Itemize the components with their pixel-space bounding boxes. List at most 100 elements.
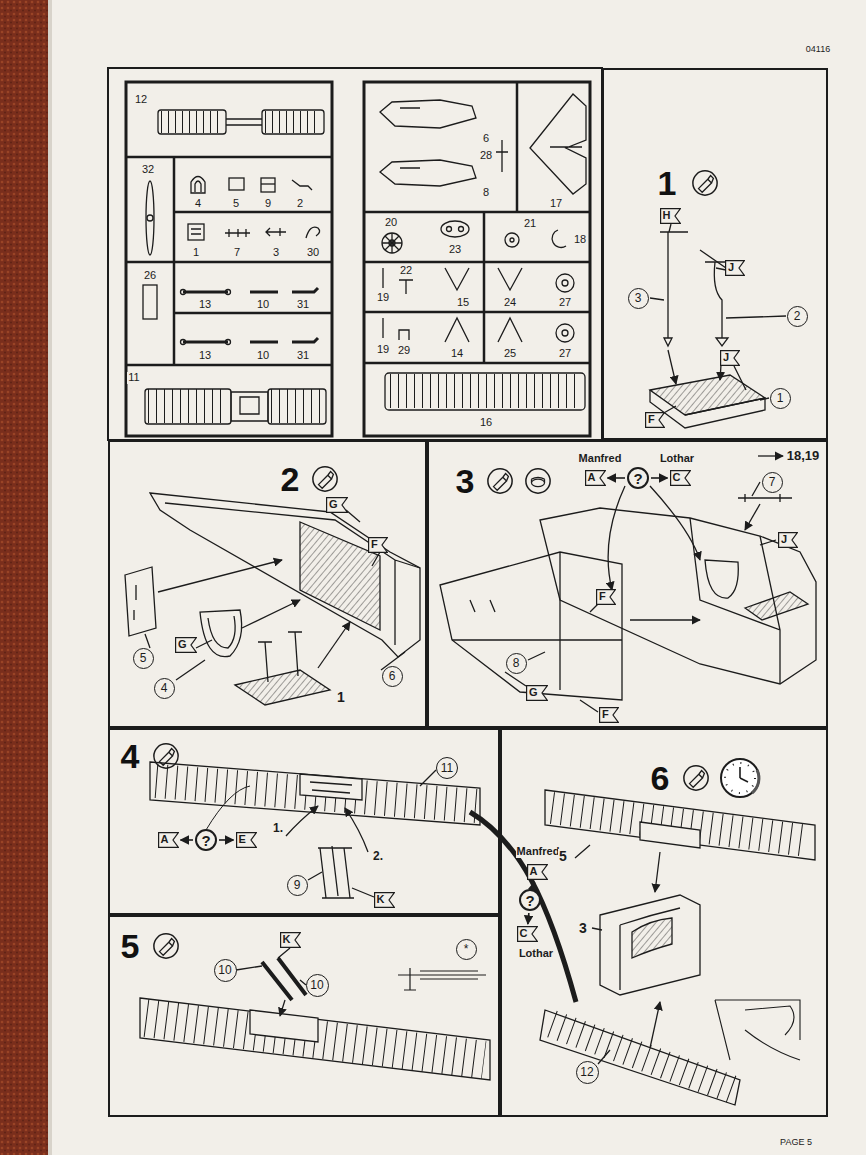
step-2-drawing	[235, 670, 330, 705]
sheet-code: 04116	[805, 45, 831, 54]
parts-tree	[498, 268, 522, 290]
flag-outline	[236, 833, 256, 848]
choice-arrow	[651, 477, 668, 479]
parts-tree	[510, 238, 514, 242]
parts-tree	[390, 374, 582, 408]
color-code: A	[161, 834, 169, 845]
parts-tree	[158, 110, 226, 134]
parts-tree	[562, 330, 568, 336]
step-icons	[684, 766, 708, 790]
parts-tree	[126, 157, 332, 365]
step-number: 5	[121, 929, 140, 963]
step-panel: 1321HJJF	[602, 68, 828, 440]
parts-tree	[496, 140, 508, 172]
callout-text: 8	[513, 657, 520, 669]
parts-tree	[183, 338, 318, 342]
part-number: 30	[306, 247, 320, 259]
flag-outline	[158, 833, 178, 848]
color-code: G	[178, 639, 187, 650]
parts-tree	[265, 111, 320, 133]
step-number: 6	[651, 761, 670, 795]
parts-tree	[364, 82, 590, 363]
step-2-drawing	[145, 510, 405, 680]
callout-text: 1	[777, 392, 784, 404]
step-4-drawing	[318, 846, 354, 898]
callout-number: 6	[382, 666, 403, 687]
flag-outline	[369, 538, 388, 553]
color-code: C	[520, 928, 528, 939]
color-code-flag: K	[280, 932, 301, 948]
part-number: 21	[523, 218, 537, 230]
step-6-drawing	[650, 1002, 660, 1048]
step-5-drawing	[140, 948, 490, 1080]
flag-outline	[374, 893, 394, 908]
part-number: 25	[503, 348, 517, 360]
choice-arrow	[219, 839, 234, 841]
variant-name: Lothar	[518, 948, 554, 960]
color-code-flag: F	[368, 537, 388, 553]
variant-route	[470, 812, 576, 1002]
callout-text: 2	[794, 310, 801, 322]
part-number: 8	[482, 187, 490, 199]
choice-arrow	[533, 882, 534, 887]
parts-tree	[188, 224, 204, 240]
step-4-drawing	[300, 774, 362, 800]
color-code: K	[377, 894, 385, 905]
parts-tree	[268, 389, 326, 424]
step-number: 1	[658, 166, 677, 200]
step-panel: 4?AE119K	[108, 728, 500, 915]
step-4-drawing	[308, 770, 436, 897]
choice-arrow	[608, 477, 626, 479]
parts-tree	[530, 94, 586, 194]
step-5-drawing	[280, 1000, 285, 1016]
flag-outline	[517, 927, 537, 942]
choice-marker: ?	[627, 467, 649, 489]
step-number: 2	[281, 462, 300, 496]
parts-tree	[183, 288, 318, 292]
parts-tree	[382, 233, 402, 253]
color-code-flag: A	[158, 832, 179, 848]
color-code-flag: G	[175, 637, 197, 653]
part-number: 32	[141, 164, 155, 176]
step-2-drawing	[165, 503, 420, 645]
color-code-flag: A	[585, 470, 606, 486]
step-5-drawing	[262, 958, 306, 1000]
step-icons	[488, 469, 512, 493]
callout-number: 10	[306, 974, 329, 997]
parts-tree	[126, 82, 332, 436]
parts-tree	[261, 183, 275, 184]
parts-tree	[108, 68, 602, 440]
parts-tree	[148, 389, 228, 423]
color-code: F	[599, 591, 606, 602]
variant-name: Manfred	[578, 453, 623, 465]
step-icons	[313, 467, 337, 491]
step-2-drawing	[125, 567, 156, 636]
step-2-drawing	[150, 493, 420, 657]
part-number: 19	[376, 344, 390, 356]
step-panel: 3?AC7JF8GF	[427, 440, 828, 728]
step-3-drawing	[705, 560, 738, 598]
color-code: J	[723, 352, 729, 363]
color-code: F	[602, 709, 609, 720]
parts-tree	[445, 268, 469, 290]
parts-tree	[556, 324, 574, 342]
step-4-drawing	[345, 808, 368, 852]
variant-name: Lothar	[659, 453, 695, 465]
callout-text: 11	[441, 762, 453, 774]
photo-ground	[48, 0, 52, 1155]
step-panel: 2GF5G46	[108, 440, 427, 728]
parts-tree	[226, 340, 231, 345]
callout-number: 8	[506, 653, 527, 674]
flag-outline	[585, 471, 605, 486]
step-panel: 6?AC12	[500, 728, 828, 1117]
color-code-flag: J	[778, 532, 798, 548]
part-number: 7	[233, 247, 241, 259]
parts-tree	[441, 221, 469, 237]
parts-tree	[143, 285, 157, 319]
callout-number: 5	[133, 648, 154, 669]
part-number: 1	[192, 247, 200, 259]
part-number: 4	[194, 198, 202, 210]
